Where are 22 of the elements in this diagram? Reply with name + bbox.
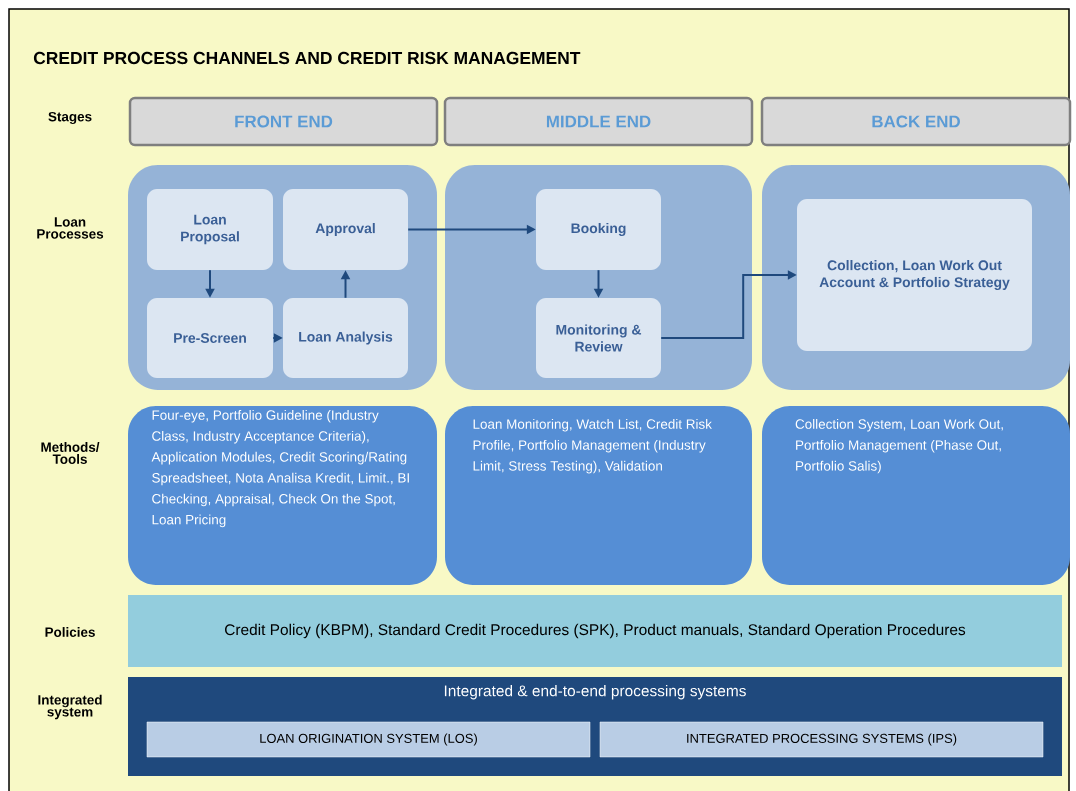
row-label: Loan Processes <box>37 217 104 239</box>
methods-box: Loan Monitoring, Watch List, Credit Risk Profile, Portfolio Management (Industry Limit, Stress Testing), Validation <box>445 406 752 585</box>
process-box: Booking <box>536 189 661 270</box>
row-label: Stages <box>48 111 92 125</box>
process-box: Loan Analysis <box>283 298 408 378</box>
process-box: Collection, Loan Work Out Account & Portfolio Strategy <box>797 199 1032 351</box>
title: CREDIT PROCESS CHANNELS AND CREDIT RISK MANAGEMENT <box>33 51 581 65</box>
methods-box: Collection System, Loan Work Out, Portfolio Management (Phase Out, Portfolio Salis) <box>762 406 1070 585</box>
stage-box: BACK END <box>760 96 1072 147</box>
process-box: Loan Proposal <box>147 189 273 270</box>
row-label: Methods/ Tools <box>41 442 100 464</box>
row-label: Integrated system <box>38 694 102 720</box>
stage-box: FRONT END <box>128 96 439 147</box>
stage-box: MIDDLE END <box>443 96 754 147</box>
process-box: Pre-Screen <box>147 298 273 378</box>
process-box: Monitoring & Review <box>536 298 661 378</box>
policy-band: Credit Policy (KBPM), Standard Credit Procedures (SPK), Product manuals, Standard Operation Procedures <box>128 595 1062 667</box>
process-box: Approval <box>283 189 408 270</box>
system-box: INTEGRATED PROCESSING SYSTEMS (IPS) <box>599 721 1044 758</box>
methods-box: Four-eye, Portfolio Guideline (Industry Class, Industry Acceptance Criteria), Application Modules, Credit Scoring/Rating Spreadsheet, Nota Analisa Kredit, Limit., BI Checking, Appraisal, Check On the Spot, Loan Pricing <box>128 406 437 585</box>
row-label: Policies <box>45 627 95 637</box>
system-box: LOAN ORIGINATION SYSTEM (LOS) <box>146 721 591 758</box>
